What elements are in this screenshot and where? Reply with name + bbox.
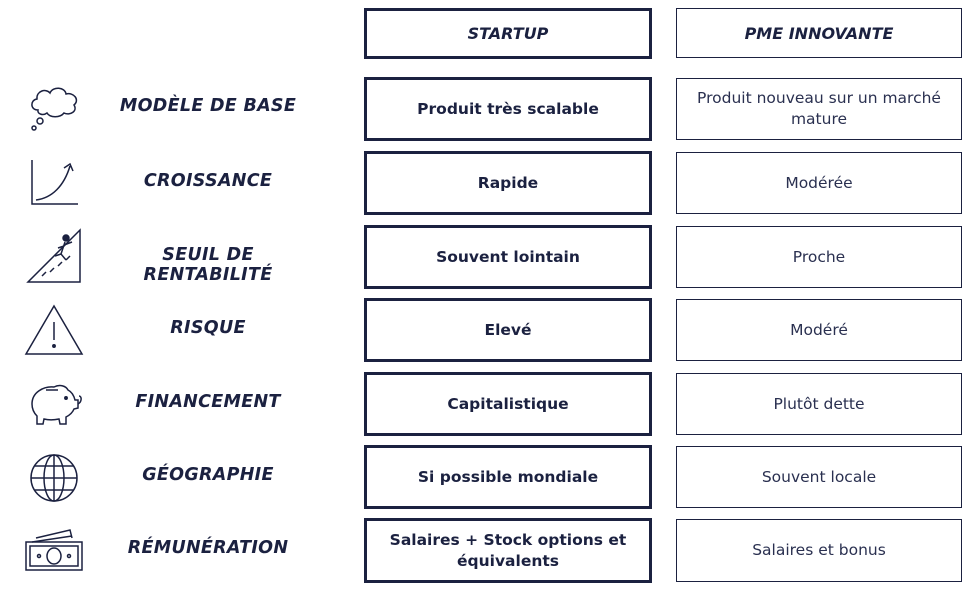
warning-triangle-icon	[22, 302, 86, 362]
startup-cell-croissance: Rapide	[364, 151, 652, 215]
pme-value: Produit nouveau sur un marché mature	[697, 89, 941, 128]
pme-cell-financement: Plutôt dette	[676, 373, 962, 435]
startup-value: Produit très scalable	[417, 99, 599, 118]
pme-value: Souvent locale	[761, 467, 877, 486]
startup-cell-remuneration: Salaires + Stock options et équivalents	[364, 518, 652, 583]
row-label-remuneration: RÉMUNÉRATION	[127, 538, 289, 558]
startup-cell-modele: Produit très scalable	[364, 77, 652, 141]
pme-cell-remuneration: Salaires et bonus	[676, 519, 962, 582]
pme-cell-geographie: Souvent locale	[676, 446, 962, 508]
startup-cell-geographie: Si possible mondiale	[364, 445, 652, 509]
row-label-geographie: GÉOGRAPHIE	[142, 465, 274, 485]
pme-value: Plutôt dette	[773, 394, 865, 413]
row-label-financement: FINANCEMENT	[135, 392, 281, 412]
header-startup: STARTUP	[364, 8, 652, 59]
pme-value: Modérée	[785, 173, 853, 192]
startup-value: Salaires + Stock options et équivalents	[389, 530, 627, 570]
cloud-thought-icon	[22, 80, 86, 140]
piggy-bank-icon	[22, 374, 86, 434]
startup-value: Capitalistique	[447, 394, 569, 413]
row-label-seuil: SEUIL DE RENTABILITÉ	[143, 245, 273, 285]
startup-value: Elevé	[484, 320, 532, 339]
climber-icon	[22, 226, 86, 286]
pme-cell-seuil: Proche	[676, 226, 962, 288]
startup-cell-seuil: Souvent lointain	[364, 225, 652, 289]
header-startup-label: STARTUP	[467, 24, 549, 43]
header-pme-label: PME INNOVANTE	[744, 23, 894, 43]
pme-cell-modele: Produit nouveau sur un marché mature	[676, 78, 962, 140]
startup-cell-risque: Elevé	[364, 298, 652, 362]
startup-value: Rapide	[477, 173, 539, 192]
pme-cell-risque: Modéré	[676, 299, 962, 361]
globe-icon	[22, 448, 86, 508]
pme-cell-croissance: Modérée	[676, 152, 962, 214]
startup-value: Souvent lointain	[436, 247, 580, 266]
row-label-croissance: CROISSANCE	[143, 171, 273, 191]
growth-chart-icon	[22, 156, 86, 216]
pme-value: Modéré	[790, 320, 848, 339]
startup-value: Si possible mondiale	[417, 467, 599, 486]
pme-value: Proche	[792, 247, 846, 266]
startup-cell-financement: Capitalistique	[364, 372, 652, 436]
row-label-risque: RISQUE	[170, 318, 246, 338]
pme-value: Salaires et bonus	[752, 541, 886, 559]
banknotes-icon	[22, 522, 86, 582]
header-pme: PME INNOVANTE	[676, 8, 962, 58]
row-label-modele: MODÈLE DE BASE	[119, 96, 297, 116]
